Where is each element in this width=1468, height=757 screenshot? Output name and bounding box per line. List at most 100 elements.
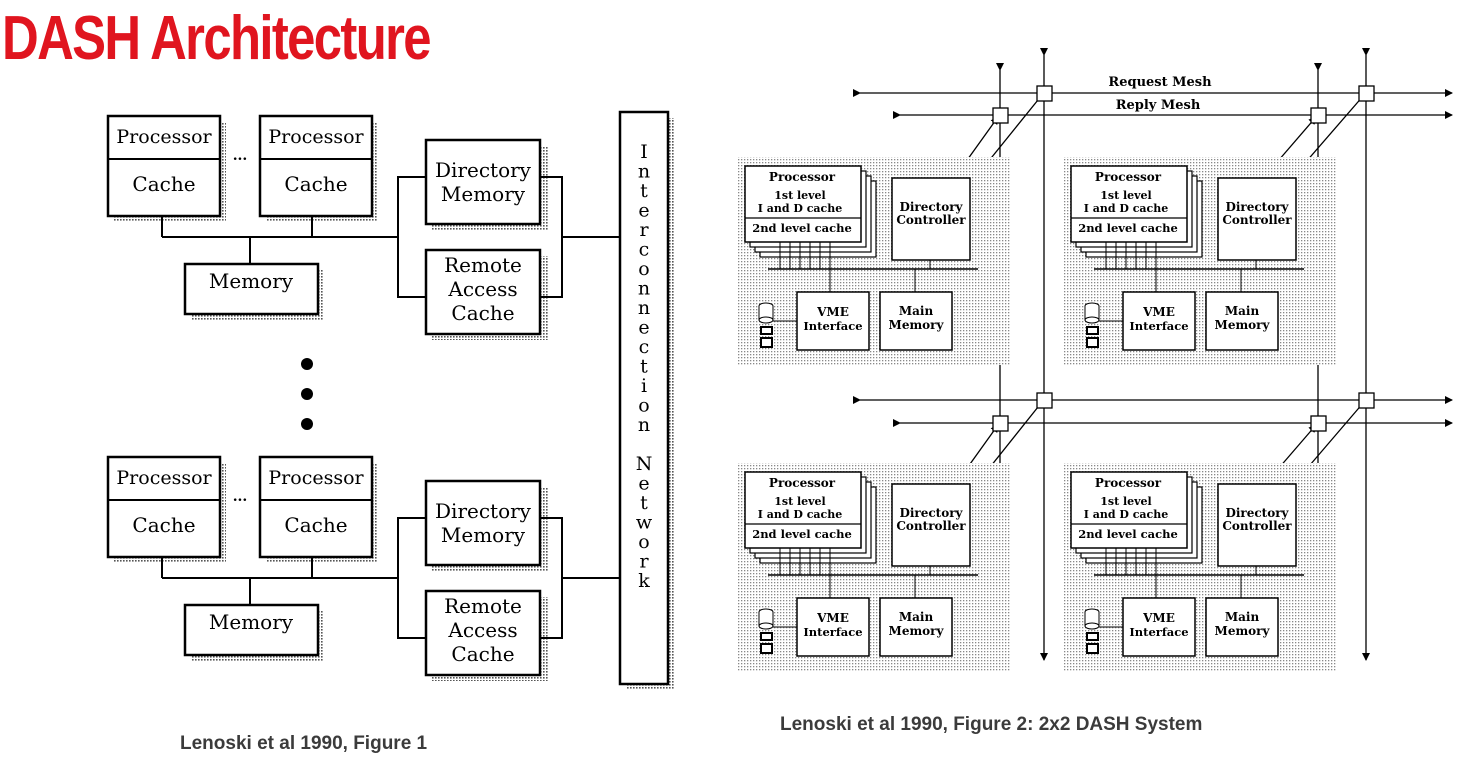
vme-interface-label: Interface	[803, 625, 862, 639]
network-letter: n	[638, 278, 650, 300]
cache-level-label: I and D cache	[1084, 508, 1169, 521]
rac-label: Cache	[451, 642, 514, 666]
interconnection-network	[618, 110, 670, 686]
vme-interface-label: Interface	[1129, 625, 1188, 639]
directory-label: Memory	[441, 523, 526, 547]
network-letter: o	[638, 395, 649, 417]
main-memory-label: Main	[1225, 610, 1260, 624]
directory-controller-label: Directory	[1225, 200, 1289, 214]
memory-label: Memory	[209, 269, 294, 293]
main-memory-label: Memory	[889, 318, 945, 332]
main-memory-label: Memory	[889, 624, 945, 638]
network-letter: k	[638, 570, 650, 592]
network-letter: I	[640, 141, 648, 163]
second-level-cache-label: 2nd level cache	[1078, 527, 1178, 541]
network-letter: w	[636, 512, 653, 534]
rac-label: Access	[447, 277, 517, 301]
processor-label: Processor	[769, 170, 836, 184]
vme-interface-label: VME	[816, 305, 849, 319]
vme-interface-label: VME	[816, 611, 849, 625]
directory-label: Memory	[441, 182, 526, 206]
router	[1036, 85, 1053, 102]
directory-controller-label: Directory	[1225, 506, 1289, 520]
network-letter: n	[638, 297, 650, 319]
router	[1036, 392, 1053, 409]
vme-interface-label: Interface	[1129, 319, 1188, 333]
cluster-top: Processor Cache ... Processor Cache Memo…	[106, 114, 622, 342]
processor-label: Processor	[268, 467, 364, 489]
cache-label: Cache	[132, 513, 195, 537]
reply-mesh-label: Reply Mesh	[1116, 98, 1201, 113]
router	[992, 107, 1009, 124]
processor-label: Processor	[1095, 476, 1162, 490]
directory-label: Directory	[435, 158, 532, 182]
ellipsis-dot	[301, 388, 313, 400]
network-letter: e	[638, 200, 649, 222]
cluster-bottom: Processor Cache ... Processor Cache Memo…	[106, 455, 622, 683]
page-title: DASH Architecture	[2, 4, 432, 73]
cache-level-label: 1st level	[1100, 189, 1152, 202]
main-memory-label: Memory	[1215, 624, 1271, 638]
figure2-caption: Lenoski et al 1990, Figure 2: 2x2 DASH S…	[780, 714, 1203, 735]
network-letter: o	[638, 531, 649, 553]
directory-controller-label: Controller	[1222, 213, 1292, 227]
directory-controller-label: Directory	[899, 506, 963, 520]
vme-interface-label: VME	[1142, 611, 1175, 625]
cache-level-label: 1st level	[1100, 495, 1152, 508]
network-letter: r	[639, 551, 649, 573]
directory-controller-label: Controller	[1222, 519, 1292, 533]
router	[992, 415, 1009, 432]
network-letter: N	[636, 453, 653, 475]
network-letter: e	[638, 317, 649, 339]
network-letter: o	[638, 258, 649, 280]
router	[1310, 415, 1327, 432]
network-letter: e	[638, 473, 649, 495]
network-letter: c	[639, 239, 650, 261]
rac-label: Remote	[444, 594, 522, 618]
second-level-cache-label: 2nd level cache	[752, 221, 852, 235]
cache-level-label: I and D cache	[1084, 202, 1169, 215]
ellipsis-dot	[301, 358, 313, 370]
cache-level-label: 1st level	[774, 189, 826, 202]
main-memory-label: Memory	[1215, 318, 1271, 332]
figure1-caption: Lenoski et al 1990, Figure 1	[180, 733, 428, 754]
network-letter: t	[640, 356, 648, 378]
cache-label: Cache	[284, 513, 347, 537]
processor-label: Processor	[268, 126, 364, 148]
processor-label: Processor	[116, 467, 212, 489]
directory-controller-label: Controller	[896, 519, 966, 533]
cache-level-label: I and D cache	[758, 508, 843, 521]
network-letter: r	[639, 219, 649, 241]
router	[1310, 107, 1327, 124]
network-letter: c	[639, 336, 650, 358]
rac-label: Access	[447, 618, 517, 642]
processor-label: Processor	[1095, 170, 1162, 184]
main-memory-label: Main	[899, 610, 934, 624]
ellipsis: ...	[233, 489, 248, 505]
second-level-cache-label: 2nd level cache	[1078, 221, 1178, 235]
directory-label: Directory	[435, 499, 532, 523]
second-level-cache-label: 2nd level cache	[752, 527, 852, 541]
main-memory-label: Main	[1225, 304, 1260, 318]
router	[1358, 392, 1375, 409]
directory-controller-label: Directory	[899, 200, 963, 214]
processor-label: Processor	[116, 126, 212, 148]
main-memory-label: Main	[899, 304, 934, 318]
cache-label: Cache	[132, 172, 195, 196]
router	[1358, 85, 1375, 102]
network-letter: n	[638, 161, 650, 183]
rac-label: Cache	[451, 301, 514, 325]
network-letter: n	[638, 414, 650, 436]
cache-label: Cache	[284, 172, 347, 196]
rac-label: Remote	[444, 253, 522, 277]
cache-level-label: I and D cache	[758, 202, 843, 215]
ellipsis-dot	[301, 418, 313, 430]
network-letter: t	[640, 180, 648, 202]
cache-level-label: 1st level	[774, 495, 826, 508]
memory-label: Memory	[209, 610, 294, 634]
ellipsis: ...	[233, 148, 248, 164]
vme-interface-label: Interface	[803, 319, 862, 333]
